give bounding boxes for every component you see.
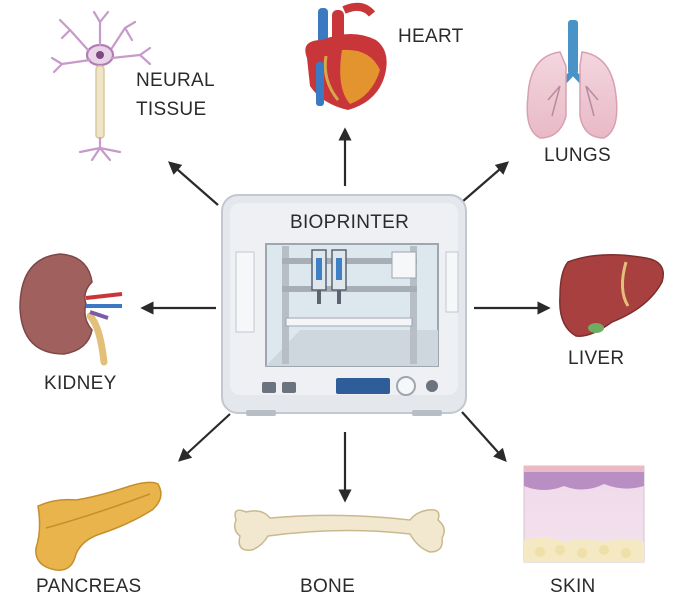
- heart-illustration: [305, 2, 387, 110]
- bioprinter-label: BIOPRINTER: [290, 212, 410, 233]
- bioprinter-illustration: [221, 194, 467, 416]
- skin-illustration: [523, 465, 645, 563]
- arrow-to-neural: [168, 161, 219, 206]
- arrow-to-pancreas: [178, 413, 231, 462]
- skin-label: SKIN: [550, 576, 596, 597]
- lungs-label: LUNGS: [544, 145, 611, 166]
- pancreas-label: PANCREAS: [36, 576, 142, 597]
- bone-illustration: [233, 508, 445, 553]
- liver-label: LIVER: [568, 348, 625, 369]
- arrows: [140, 127, 551, 503]
- neuron-illustration: [50, 10, 152, 162]
- pancreas-illustration: [35, 481, 162, 571]
- neural-tissue-label-line1: NEURAL: [136, 70, 215, 91]
- kidney-illustration: [19, 253, 123, 366]
- bone-label: BONE: [300, 576, 356, 597]
- arrow-to-skin: [461, 411, 507, 462]
- kidney-label: KIDNEY: [44, 373, 117, 394]
- lungs-illustration: [526, 20, 618, 139]
- liver-illustration: [559, 254, 664, 337]
- neural-tissue-label-line2: TISSUE: [136, 99, 207, 120]
- heart-label: HEART: [398, 26, 464, 47]
- arrow-to-lungs: [461, 161, 509, 203]
